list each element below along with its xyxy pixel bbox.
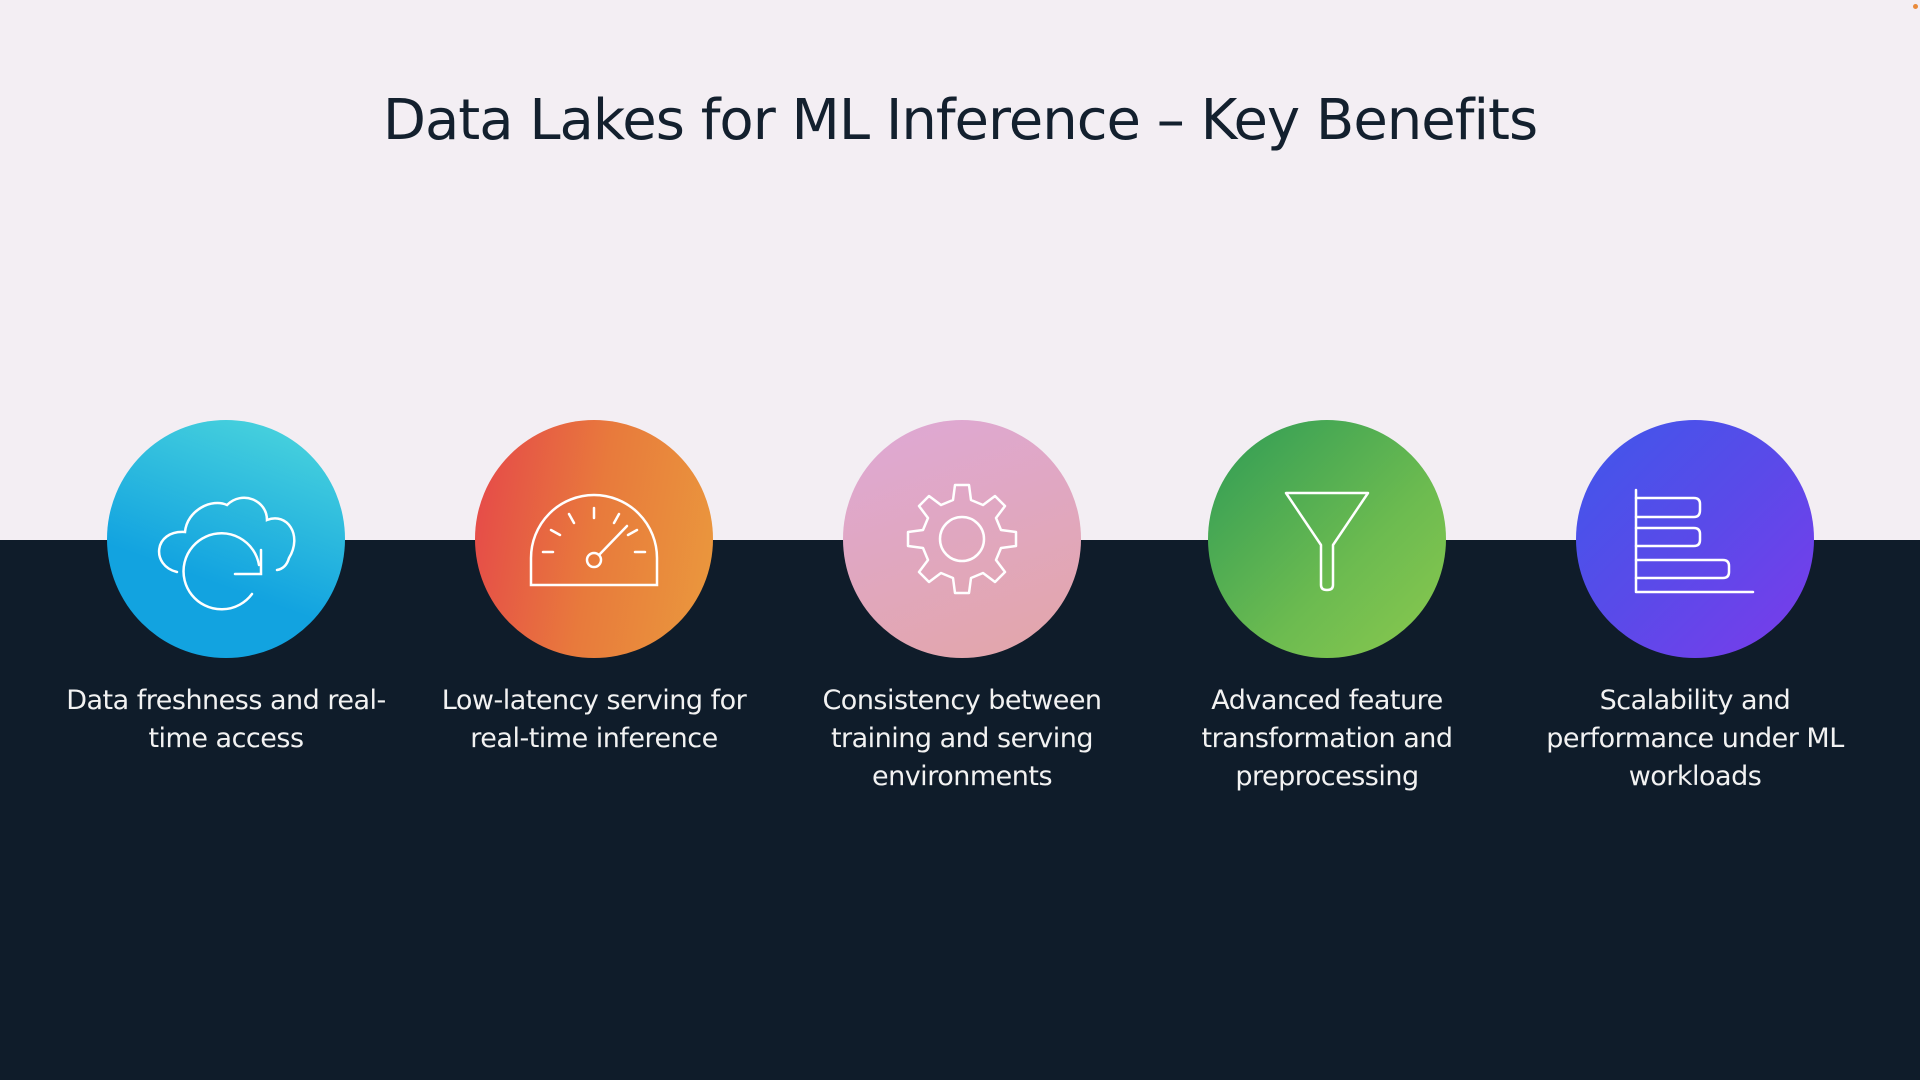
cloud-refresh-icon (107, 420, 345, 658)
benefit-data-freshness: Data freshness and real-time access (46, 420, 406, 758)
gear-icon (843, 420, 1081, 658)
benefit-feature-transformation: Advanced feature transformation and prep… (1147, 420, 1507, 796)
speedometer-icon (475, 420, 713, 658)
benefit-label: Consistency between training and serving… (822, 685, 1102, 792)
benefit-label: Advanced feature transformation and prep… (1201, 685, 1453, 792)
benefit-consistency: Consistency between training and serving… (782, 420, 1142, 796)
slide-title: Data Lakes for ML Inference – Key Benefi… (382, 88, 1538, 153)
indicator-dot (1913, 4, 1918, 9)
benefit-label: Scalability and performance under ML wor… (1546, 685, 1844, 792)
benefit-label: Low-latency serving for real-time infere… (441, 685, 747, 754)
benefit-label: Data freshness and real-time access (66, 685, 386, 754)
benefit-low-latency: Low-latency serving for real-time infere… (414, 420, 774, 758)
bar-chart-icon (1576, 420, 1814, 658)
benefit-scalability: Scalability and performance under ML wor… (1515, 420, 1875, 796)
funnel-icon (1208, 420, 1446, 658)
